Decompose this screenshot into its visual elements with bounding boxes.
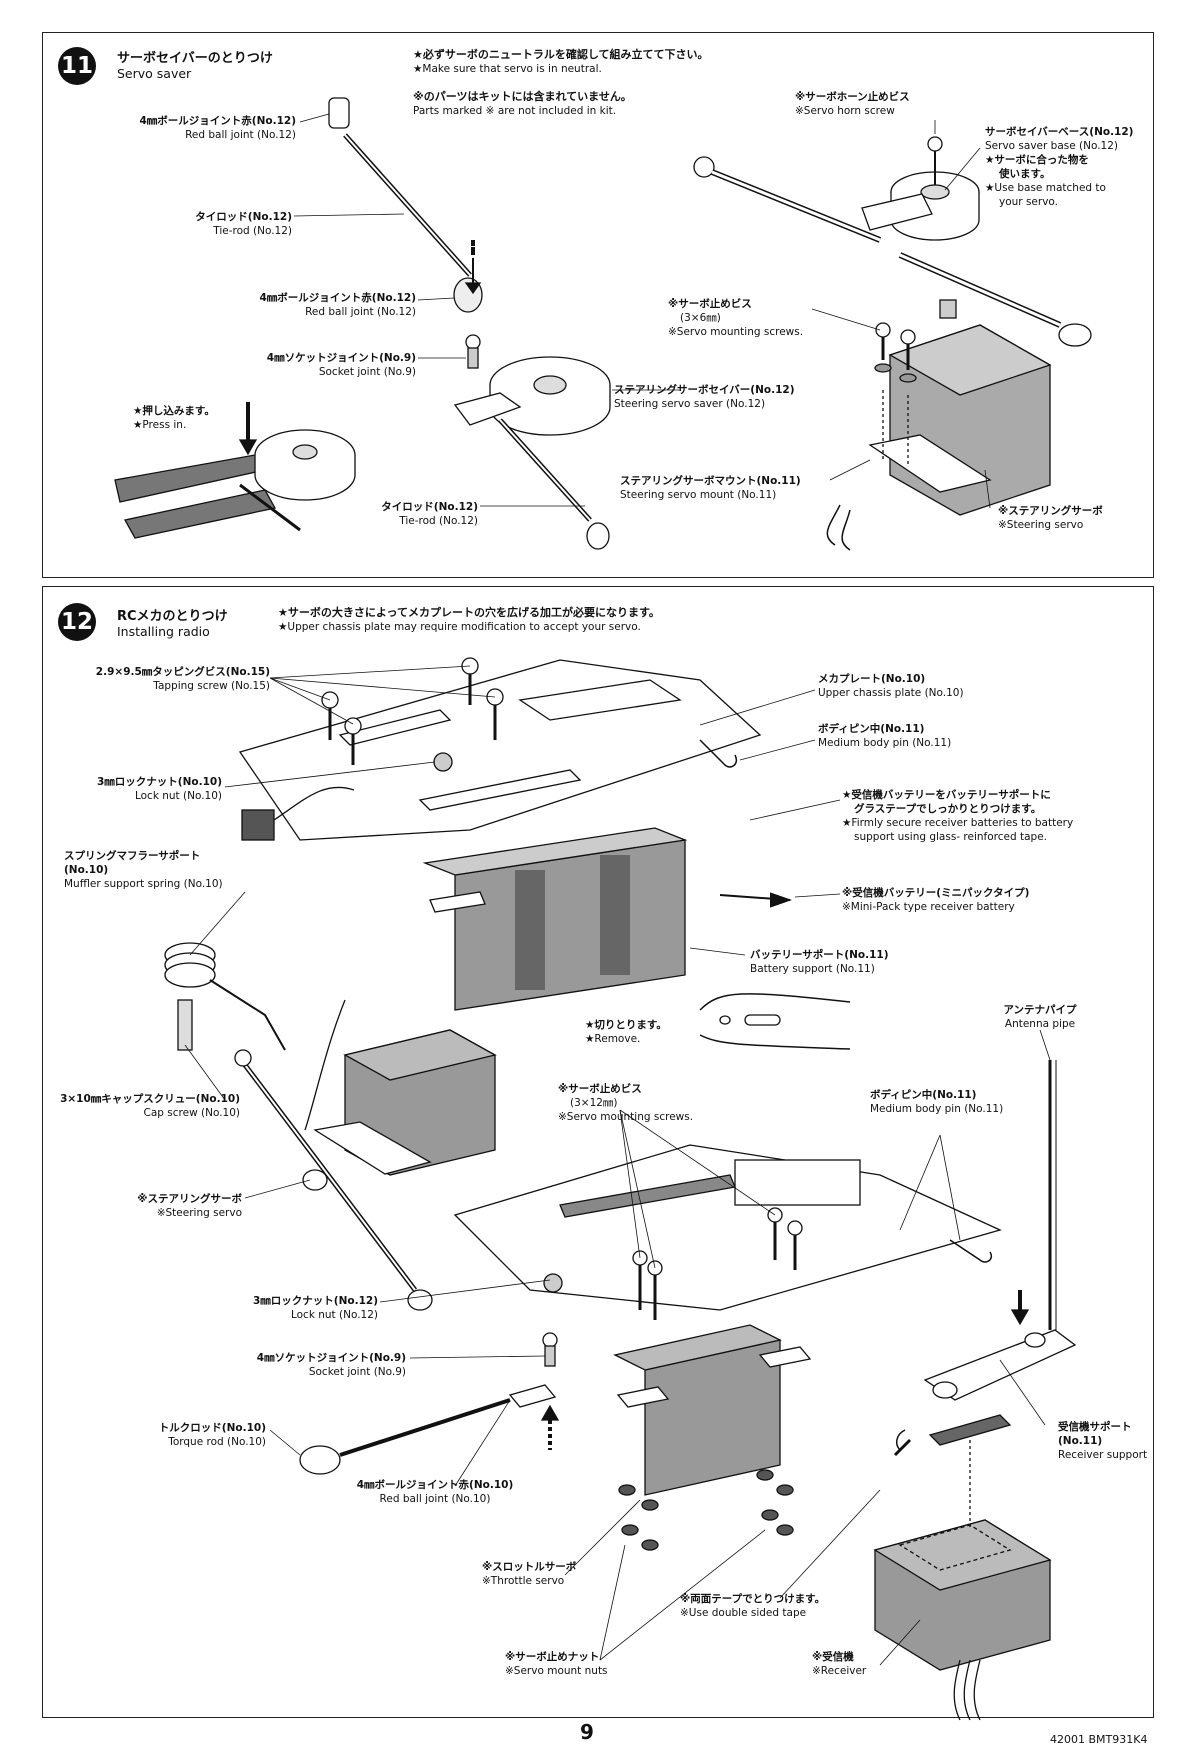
s12-socket-joint-label: 4㎜ソケットジョイント(No.9) Socket joint (No.9) [256, 1352, 406, 1378]
s11-ball-joint-mid-label: 4㎜ボールジョイント赤(No.12) Red ball joint (No.12… [259, 292, 416, 318]
s12-cap-screw-label: 3×10㎜キャップスクリュー(No.10) Cap screw (No.10) [60, 1093, 240, 1119]
s11-servo-horn-screw-label: ※サーボホーン止めビス ※Servo horn screw [795, 91, 910, 117]
s11-socket-joint-label: 4㎜ソケットジョイント(No.9) Socket joint (No.9) [266, 352, 416, 378]
s12-tapping-screw-label: 2.9×9.5㎜タッピングビス(No.15) Tapping screw (No… [95, 666, 270, 692]
s12-lock-nut-12-label: 3㎜ロックナット(No.12) Lock nut (No.12) [252, 1295, 378, 1321]
s11-steering-servo-label: ※ステアリングサーボ ※Steering servo [998, 505, 1103, 531]
s12-remove-label: ★切りとります。 ★Remove. [585, 1019, 667, 1045]
s11-steering-servo-saver-label: ステアリングサーボセイバー(No.12) Steering servo save… [614, 384, 795, 410]
step-12-title-en: Installing radio [117, 624, 210, 639]
step-11-illustration [114, 97, 1092, 551]
step-11-parts-note: ※のパーツはキットには含まれていません。 Parts marked ※ are … [413, 90, 632, 117]
s12-servo-mount-nuts-label: ※サーボ止めナット ※Servo mount nuts [505, 1651, 608, 1677]
s12-receiver-battery-note: ★受信機バッテリーをバッテリーサポートに グラステープでしっかりとりつけます。 … [842, 789, 1074, 843]
step-12-title-jp: RCメカのとりつけ [117, 609, 228, 624]
s11-press-in-label: ★押し込みます。 ★Press in. [133, 405, 215, 431]
s11-tie-rod-bottom-label: タイロッド(No.12) Tie-rod (No.12) [381, 501, 478, 527]
s12-red-ball-joint-label: 4㎜ボールジョイント赤(No.10) Red ball joint (No.10… [356, 1479, 514, 1505]
step-11-title-jp: サーボセイバーのとりつけ [117, 51, 273, 66]
s11-ball-joint-top-label: 4㎜ボールジョイント赤(No.12) Red ball joint (No.12… [139, 115, 296, 141]
s12-servo-mount-screws-label: ※サーボ止めビス (3×12㎜) ※Servo mounting screws. [558, 1083, 694, 1123]
s12-upper-plate-label: メカプレート(No.10) Upper chassis plate (No.10… [818, 673, 964, 699]
s12-throttle-servo-label: ※スロットルサーボ ※Throttle servo [482, 1561, 577, 1587]
s12-body-pin-top-label: ボディピン中(No.11) Medium body pin (No.11) [818, 723, 952, 749]
s12-antenna-pipe-label: アンテナパイプ Antenna pipe [1003, 1004, 1077, 1030]
step-11-title-en: Servo saver [117, 66, 192, 81]
s12-steering-servo-label: ※ステアリングサーボ ※Steering servo [137, 1193, 242, 1219]
s12-lock-nut-10-label: 3㎜ロックナット(No.10) Lock nut (No.10) [96, 776, 222, 802]
s12-receiver-battery-label: ※受信機バッテリー(ミニパックタイプ) ※Mini-Pack type rece… [842, 887, 1030, 913]
step-12-modification-note: ★サーボの大きさによってメカプレートの穴を広げる加工が必要になります。 ★Upp… [278, 606, 660, 633]
s12-torque-rod-label: トルクロッド(No.10) Torque rod (No.10) [158, 1422, 266, 1448]
s12-body-pin-bottom-label: ボディピン中(No.11) Medium body pin (No.11) [870, 1089, 1004, 1115]
s11-tie-rod-top-label: タイロッド(No.12) Tie-rod (No.12) [195, 211, 292, 237]
page-number: 9 [580, 1720, 594, 1744]
s11-servo-saver-base-label: サーボセイバーベース(No.12) Servo saver base (No.1… [985, 126, 1134, 208]
s12-receiver-label: ※受信機 ※Receiver [812, 1651, 867, 1677]
step-11-neutral-note: ★必ずサーボのニュートラルを確認して組み立てて下さい。 ★Make sure t… [413, 48, 709, 75]
s12-receiver-support-label: 受信機サポート (No.11) Receiver support [1058, 1421, 1148, 1461]
s11-servo-mount-screws-label: ※サーボ止めビス (3×6㎜) ※Servo mounting screws. [668, 298, 804, 338]
s12-double-sided-tape-label: ※両面テープでとりつけます。 ※Use double sided tape [680, 1593, 826, 1619]
step-11-badge: 11 [58, 47, 96, 85]
s12-battery-support-label: バッテリーサポート(No.11) Battery support (No.11) [750, 949, 889, 975]
s12-muffler-spring-label: スプリングマフラーサポート (No.10) Muffler support sp… [64, 850, 223, 890]
document-code: 42001 BMT931K4 [1050, 1733, 1148, 1746]
s11-steering-servo-mount-label: ステアリングサーボマウント(No.11) Steering servo moun… [620, 475, 801, 501]
step-12-badge: 12 [58, 603, 96, 641]
